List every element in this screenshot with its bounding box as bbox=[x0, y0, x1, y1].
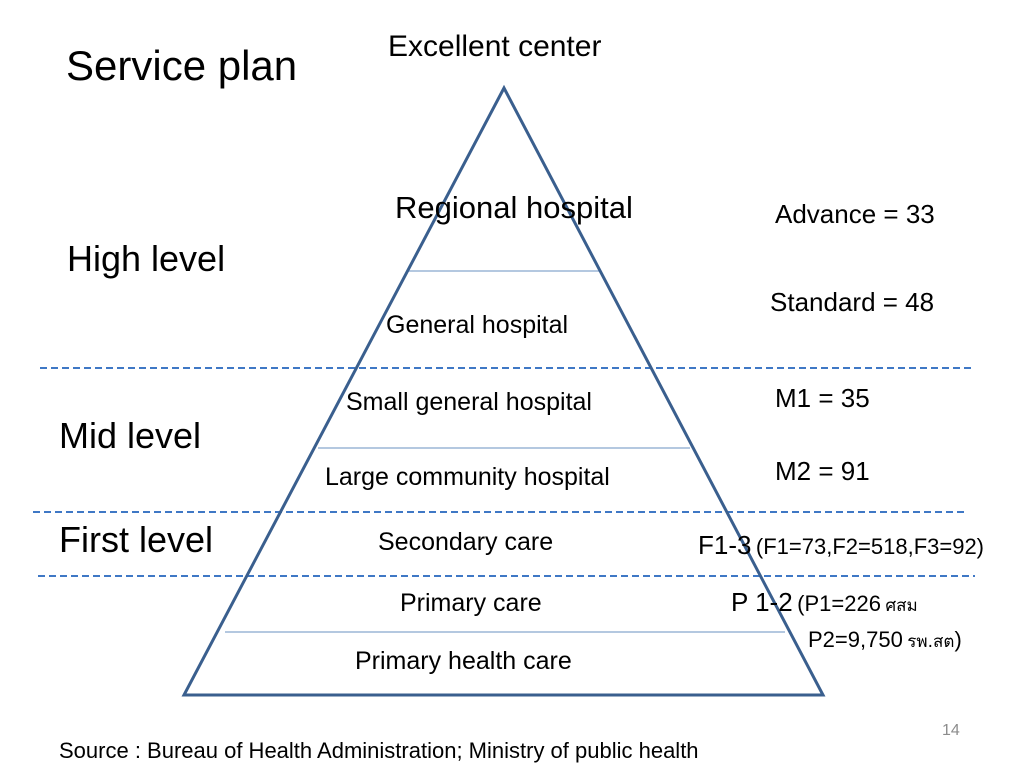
pyramid-outline bbox=[181, 84, 826, 697]
level-label-high: High level bbox=[67, 238, 226, 279]
tier-label-primary-care: Primary care bbox=[400, 589, 542, 617]
tier-label-general-hospital: General hospital bbox=[386, 311, 569, 339]
stat-m2: M2 = 91 bbox=[775, 456, 870, 486]
stat-p2-close: ) bbox=[954, 627, 962, 652]
apex-label: Excellent center bbox=[388, 30, 602, 63]
tier-label-small-general-hospital: Small general hospital bbox=[346, 388, 592, 416]
tier-label-secondary-care: Secondary care bbox=[378, 528, 554, 556]
stat-p-line: P 1-2 (P1=226 ศสม bbox=[731, 587, 918, 619]
page-number: 14 bbox=[942, 722, 960, 739]
stat-p2-thai: รพ.สต bbox=[907, 632, 955, 652]
stat-p1-detail: (P1=226 bbox=[797, 591, 881, 616]
stat-m1: M1 = 35 bbox=[775, 383, 870, 413]
stat-p1-thai: ศสม bbox=[885, 596, 918, 616]
stat-f-main: F1-3 bbox=[698, 530, 752, 560]
stat-p2-detail: P2=9,750 bbox=[808, 627, 903, 652]
tier-label-large-community-hospital: Large community hospital bbox=[325, 463, 610, 491]
source-note: Source : Bureau of Health Administration… bbox=[59, 738, 699, 763]
level-label-first: First level bbox=[59, 519, 214, 560]
stat-f-line: F1-3 (F1=73,F2=518,F3=92) bbox=[698, 530, 984, 561]
tier-label-primary-health-care: Primary health care bbox=[355, 647, 572, 675]
stat-standard: Standard = 48 bbox=[770, 287, 935, 317]
tier-label-regional-hospital: Regional hospital bbox=[395, 190, 633, 225]
stat-advance: Advance = 33 bbox=[775, 199, 935, 229]
level-label-mid: Mid level bbox=[59, 415, 202, 456]
stat-p2-line: P2=9,750 รพ.สต) bbox=[808, 627, 962, 655]
page-title: Service plan bbox=[66, 42, 298, 89]
stat-f-detail: (F1=73,F2=518,F3=92) bbox=[755, 534, 985, 559]
stat-p-main: P 1-2 bbox=[731, 587, 793, 617]
